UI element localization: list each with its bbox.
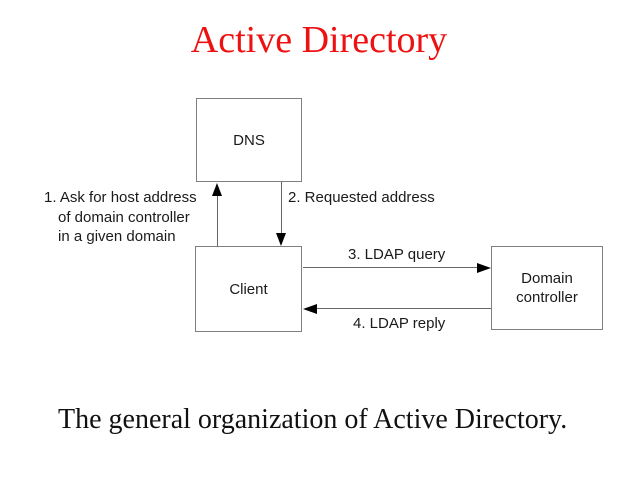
domain-controller-node-label: Domain controller — [516, 269, 578, 307]
dns-node-label: DNS — [233, 131, 265, 149]
step1-label-line1: 1. Ask for host address — [44, 189, 197, 206]
client-to-dns-arrowhead-icon — [212, 183, 222, 196]
ldap-query-arrow-line — [303, 267, 478, 268]
dns-to-client-arrow-line — [281, 182, 282, 234]
client-to-dns-arrow-line — [217, 194, 218, 246]
step1-label-line3: in a given domain — [58, 228, 176, 245]
step3-label: 3. LDAP query — [348, 246, 446, 263]
dns-to-client-arrowhead-icon — [276, 233, 286, 246]
step4-label: 4. LDAP reply — [353, 315, 446, 332]
client-node: Client — [195, 246, 302, 332]
domain-controller-node: Domain controller — [491, 246, 603, 330]
step2-label: 2. Requested address — [288, 189, 435, 206]
ldap-reply-arrow-line — [316, 308, 491, 309]
slide-caption: The general organization of Active Direc… — [58, 404, 568, 435]
slide-title: Active Directory — [190, 19, 448, 61]
domain-controller-label-line2: controller — [516, 289, 578, 306]
domain-controller-label-line1: Domain — [521, 270, 573, 287]
ldap-query-arrowhead-icon — [477, 263, 491, 273]
ldap-reply-arrowhead-icon — [303, 304, 317, 314]
step1-label-line2: of domain controller — [58, 208, 190, 226]
step1-label: 1. Ask for host address of domain contro… — [44, 188, 197, 247]
client-node-label: Client — [229, 280, 268, 298]
dns-node: DNS — [196, 98, 302, 182]
